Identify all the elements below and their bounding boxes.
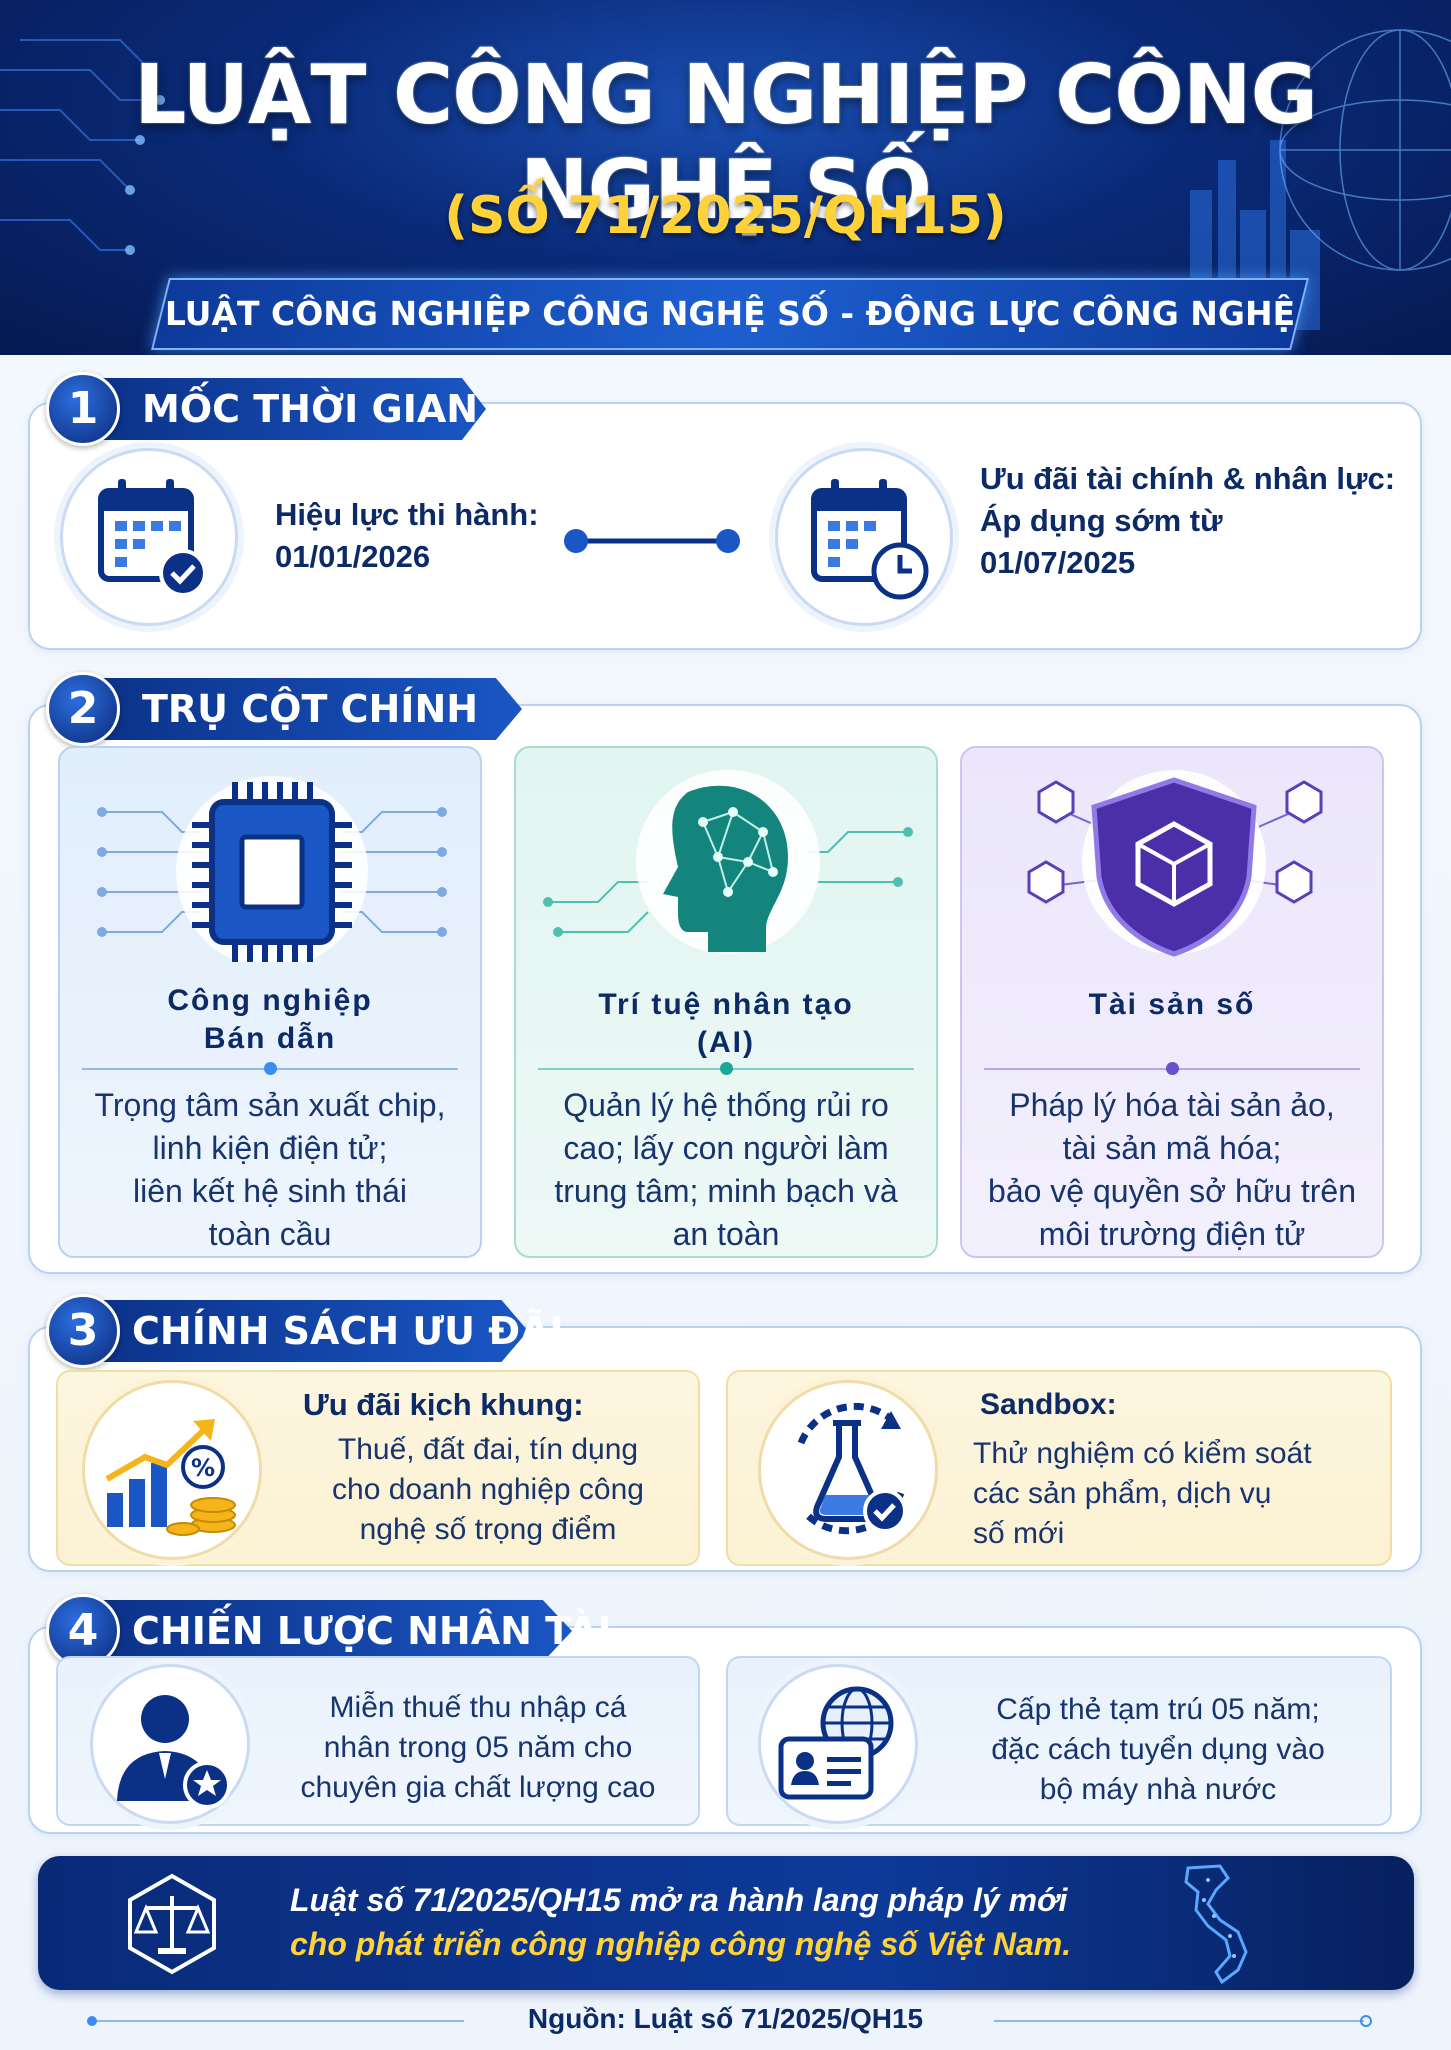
incentive-desc: nghệ số trọng điểm — [359, 1513, 617, 1546]
incentive-desc: các sản phẩm, dịch vụ — [973, 1477, 1272, 1510]
section-4-header: 4 CHIẾN LƯỢC NHÂN TÀI — [46, 1594, 612, 1668]
section-3-header: 3 CHÍNH SÁCH ƯU ĐÃI — [46, 1294, 564, 1368]
pillar-title: (AI) — [697, 1026, 755, 1059]
pillar-ai: Trí tuệ nhân tạo (AI) Quản lý hệ thống r… — [514, 746, 938, 1258]
section-number: 3 — [46, 1294, 120, 1368]
pillar-desc: Pháp lý hóa tài sản ảo, — [1009, 1087, 1335, 1123]
growth-chart-icon: % — [82, 1380, 262, 1560]
calendar-clock-icon — [775, 448, 953, 626]
section-title: TRỤ CỘT CHÍNH — [142, 687, 479, 731]
pillar-desc: môi trường điện tử — [1038, 1216, 1306, 1252]
pillar-desc: liên kết hệ sinh thái — [133, 1173, 407, 1209]
talent-desc: đặc cách tuyển dụng vào — [991, 1733, 1325, 1766]
section-title: CHIẾN LƯỢC NHÂN TÀI — [132, 1609, 612, 1653]
incentive-desc: Thử nghiệm có kiểm soát — [973, 1437, 1312, 1470]
talent-desc: nhân trong 05 năm cho — [323, 1731, 633, 1764]
svg-text:%: % — [191, 1454, 215, 1482]
closing-line-1: Luật số 71/2025/QH15 mở ra hành lang phá… — [290, 1882, 1068, 1918]
section-2-header: 2 TRỤ CỘT CHÍNH — [46, 672, 526, 746]
section-number: 2 — [46, 672, 120, 746]
talent-card-tax-exemption: Miễn thuế thu nhập cá nhân trong 05 năm … — [56, 1656, 700, 1826]
talent-desc: Miễn thuế thu nhập cá — [329, 1691, 627, 1724]
pillar-title: Bán dẫn — [203, 1022, 337, 1055]
incentive-desc: cho doanh nghiệp công — [332, 1473, 644, 1506]
chip-icon — [97, 776, 447, 962]
law-number: (SỐ 71/2025/QH15) — [444, 186, 1007, 246]
pillar-desc: cao; lấy con người làm — [563, 1130, 889, 1166]
pillar-desc: bảo vệ quyền sở hữu trên — [988, 1173, 1356, 1209]
pillar-semiconductor: Công nghiệp Bán dẫn Trọng tâm sản xuất c… — [58, 746, 482, 1258]
tagline-text: LUẬT CÔNG NGHIỆP CÔNG NGHỆ SỐ - ĐỘNG LỰC… — [164, 294, 1296, 333]
pillar-desc: linh kiện điện tử; — [152, 1130, 388, 1166]
incentive-heading: Ưu đãi kịch khung: — [303, 1387, 584, 1422]
incentive-card-tax: % Ưu đãi kịch khung: Thuế, đất đai, tín … — [56, 1370, 700, 1566]
pillar-desc: Quản lý hệ thống rủi ro — [563, 1087, 889, 1123]
incentive-desc: Thuế, đất đai, tín dụng — [337, 1433, 639, 1466]
shield-cube-icon — [1027, 770, 1323, 957]
pillar-desc: tài sản mã hóa; — [1062, 1130, 1282, 1166]
source-divider — [87, 2015, 1372, 2027]
closing-banner: Luật số 71/2025/QH15 mở ra hành lang phá… — [38, 1856, 1414, 1990]
timeline-connector — [564, 529, 740, 553]
section-title: CHÍNH SÁCH ƯU ĐÃI — [132, 1309, 564, 1353]
calendar-check-icon — [60, 448, 238, 626]
section-title: MỐC THỜI GIAN — [142, 387, 479, 431]
pillar-title: Trí tuệ nhân tạo — [598, 988, 854, 1021]
pillar-title: Tài sản số — [1088, 988, 1256, 1021]
effective-label: Hiệu lực thi hành: — [275, 497, 539, 532]
pillar-desc: an toàn — [672, 1216, 780, 1252]
section-number: 1 — [46, 372, 120, 446]
early-apply-label: Áp dụng sớm từ — [980, 503, 1223, 538]
pillar-digital-assets: Tài sản số Pháp lý hóa tài sản ảo, tài s… — [960, 746, 1384, 1258]
incentive-timeline-label: Ưu đãi tài chính & nhân lực: — [980, 461, 1396, 496]
source-note: Nguồn: Luật số 71/2025/QH15 — [527, 2003, 924, 2034]
ai-head-icon — [543, 770, 913, 954]
expert-star-icon — [90, 1664, 250, 1824]
talent-desc: bộ máy nhà nước — [1039, 1773, 1277, 1806]
incentive-desc: số mới — [973, 1517, 1065, 1550]
flask-check-icon — [758, 1380, 938, 1560]
talent-desc: chuyên gia chất lượng cao — [300, 1771, 656, 1804]
id-card-globe-icon — [758, 1664, 918, 1824]
section-timeline-panel — [28, 402, 1422, 650]
section-number: 4 — [46, 1594, 120, 1668]
early-apply-date: 01/07/2025 — [980, 545, 1136, 580]
header-banner: LUẬT CÔNG NGHIỆP CÔNG NGHỆ SỐ (SỐ 71/202… — [0, 0, 1451, 355]
pillar-desc: toàn cầu — [208, 1216, 332, 1252]
talent-card-residence: Cấp thẻ tạm trú 05 năm; đặc cách tuyển d… — [726, 1656, 1392, 1826]
closing-line-2: cho phát triển công nghiệp công nghệ số … — [290, 1926, 1072, 1962]
effective-date: 01/01/2026 — [275, 539, 431, 574]
section-1-header: 1 MỐC THỜI GIAN — [46, 372, 486, 446]
pillar-desc: Trọng tâm sản xuất chip, — [94, 1087, 446, 1123]
page-title: LUẬT CÔNG NGHIỆP CÔNG NGHỆ SỐ — [134, 48, 1318, 238]
pillar-desc: trung tâm; minh bạch và — [554, 1173, 898, 1209]
talent-desc: Cấp thẻ tạm trú 05 năm; — [996, 1693, 1320, 1726]
pillar-title: Công nghiệp — [167, 984, 373, 1017]
scales-icon — [128, 1873, 216, 1975]
incentive-heading: Sandbox: — [980, 1388, 1117, 1421]
vietnam-map-icon — [1184, 1864, 1248, 1985]
incentive-card-sandbox: Sandbox: Thử nghiệm có kiểm soát các sản… — [726, 1370, 1392, 1566]
